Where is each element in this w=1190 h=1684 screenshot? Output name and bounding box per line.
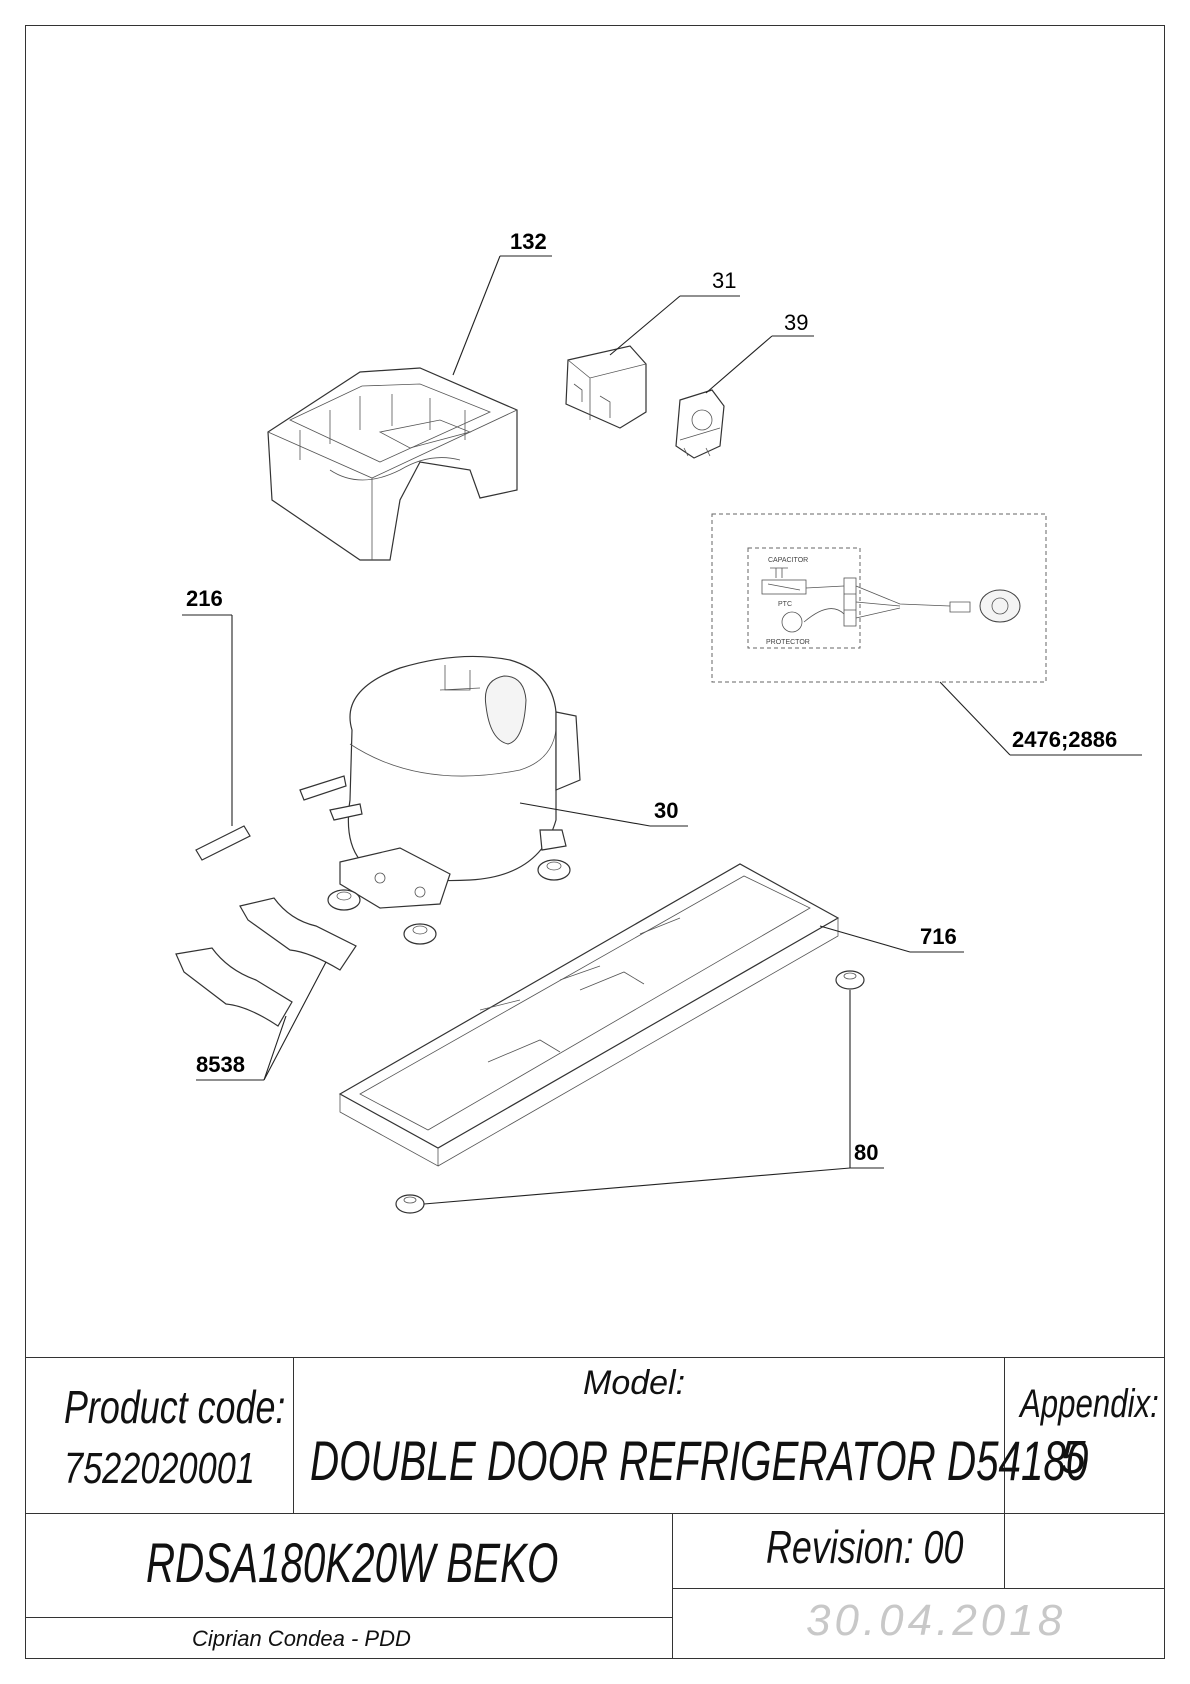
tb-hline-3 <box>25 1617 672 1618</box>
part-39-ptc-relay <box>675 389 725 459</box>
product-code-value: 7522020001 <box>64 1444 255 1493</box>
callout-716: 716 <box>920 924 957 949</box>
label-protector: PROTECTOR <box>766 639 810 646</box>
label-capacitor: CAPACITOR <box>768 557 808 564</box>
callout-39: 39 <box>784 310 808 335</box>
model-value: DOUBLE DOOR REFRIGERATOR D54180 <box>310 1429 1089 1492</box>
part-8538-plates <box>175 897 357 1027</box>
callout-2476-2886: 2476;2886 <box>1012 727 1117 752</box>
title-block <box>25 1357 1165 1659</box>
part-716-base-plate <box>338 863 840 1167</box>
author: Ciprian Condea - PDD <box>192 1626 411 1651</box>
callout-132: 132 <box>510 229 547 254</box>
tb-divider-1 <box>293 1357 294 1513</box>
part-30-compressor <box>299 655 581 909</box>
tb-hline-1 <box>25 1513 1165 1514</box>
part-216-tube <box>195 825 251 861</box>
tb-divider-3 <box>672 1513 673 1659</box>
callout-31: 31 <box>712 268 736 293</box>
tb-divider-4 <box>1004 1513 1005 1588</box>
tb-hline-2 <box>672 1588 1165 1589</box>
part-132-cover <box>267 367 518 561</box>
exploded-parts-diagram: 132 31 39 CAPACITOR PTC PROTECTOR 2476;2… <box>175 229 1142 1214</box>
callout-30: 30 <box>654 798 678 823</box>
label-ptc: PTC <box>778 601 792 608</box>
tb-divider-2 <box>1004 1357 1005 1513</box>
variant-name: RDSA180K20W BEKO <box>146 1531 559 1594</box>
revision-label: Revision: 00 <box>766 1521 964 1573</box>
grommets <box>327 859 571 945</box>
part-2476-2886-wiring-harness: CAPACITOR PTC PROTECTOR <box>711 513 1047 683</box>
model-label: Model: <box>583 1364 686 1402</box>
appendix-label: Appendix: <box>1020 1382 1159 1426</box>
drawing-frame <box>25 25 1165 1659</box>
callout-216: 216 <box>186 586 223 611</box>
date: 30.04.2018 <box>806 1596 1067 1645</box>
part-80-feet <box>395 970 865 1214</box>
part-31-relay-cover <box>565 345 647 429</box>
callout-80: 80 <box>854 1140 878 1165</box>
appendix-value: 5 <box>1060 1431 1086 1483</box>
callout-8538: 8538 <box>196 1052 245 1077</box>
product-code-label: Product code: <box>64 1381 286 1433</box>
